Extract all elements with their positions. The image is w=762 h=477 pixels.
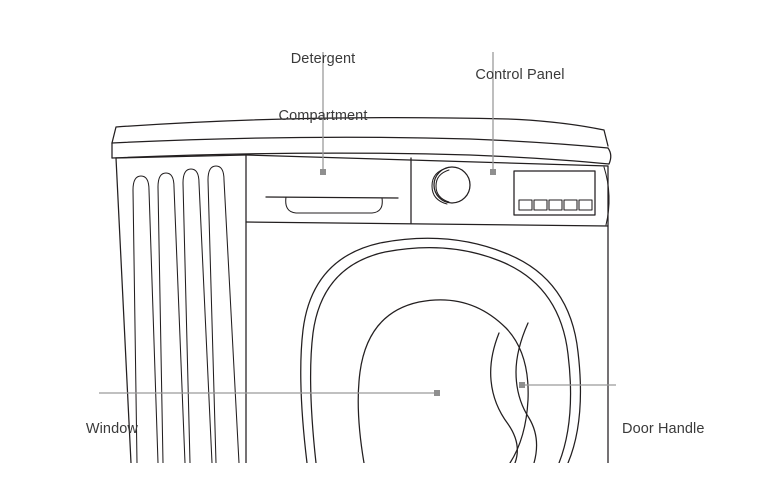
callout-leaders — [99, 52, 616, 396]
leader-dot-control-panel — [490, 169, 496, 175]
callout-label-window: Window — [18, 382, 138, 477]
ventilation-slots — [132, 165, 240, 463]
detergent-drawer — [265, 196, 399, 214]
callout-detergent-line-2: Compartment — [278, 108, 368, 124]
callout-detergent-line-1: Detergent — [290, 51, 356, 67]
display-screen — [513, 170, 596, 216]
callout-label-detergent-compartment: Detergent Compartment — [248, 12, 398, 164]
leader-dot-detergent — [320, 169, 326, 175]
diagram-canvas — [99, 52, 616, 463]
callout-door-handle-line-1: Door Handle — [622, 421, 705, 437]
door-glass — [357, 299, 529, 463]
leader-dot-window — [434, 390, 440, 396]
machine-top-slab — [111, 116, 612, 165]
washing-machine-diagram: Detergent Compartment Control Panel Wind… — [86, 12, 704, 463]
callout-label-control-panel: Control Panel — [430, 28, 610, 123]
control-knob — [431, 166, 471, 205]
callout-window-line-1: Window — [85, 421, 138, 437]
door-handle — [490, 322, 538, 463]
leader-dot-door-handle — [519, 382, 525, 388]
door-bezel — [300, 237, 582, 463]
front-fascia — [245, 154, 610, 463]
display-buttons — [518, 199, 593, 211]
callout-label-door-handle: Door Handle — [622, 382, 762, 477]
callout-control-panel-line-1: Control Panel — [475, 67, 565, 83]
left-side-panel — [115, 154, 247, 463]
